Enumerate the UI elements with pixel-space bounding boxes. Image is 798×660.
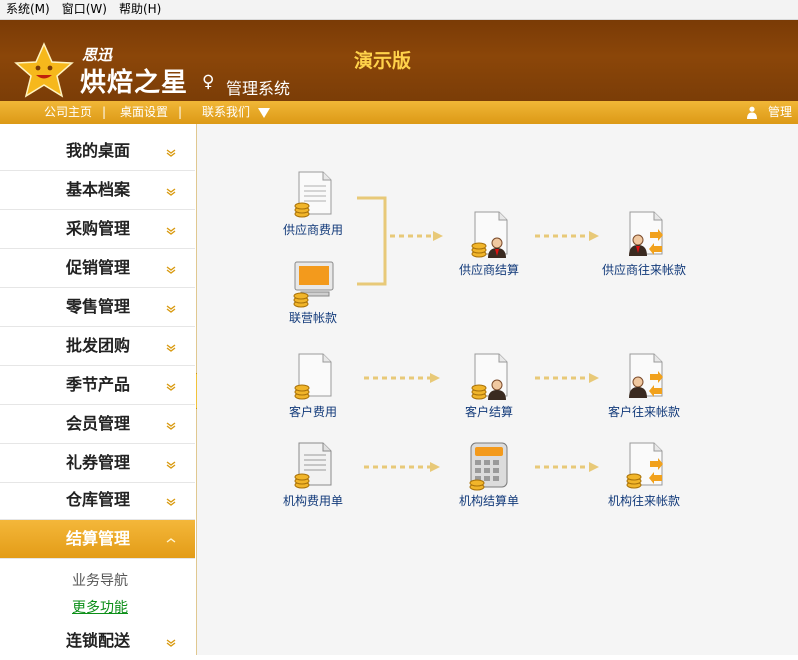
document-coins-icon — [294, 353, 332, 400]
header-banner: 思迅 烘焙之星 ♀ 管理系统 演示版 — [0, 20, 798, 101]
sidebar-item-label: 零售管理 — [66, 297, 131, 316]
system-subtitle: 管理系统 — [226, 79, 291, 98]
node-org-settle[interactable]: 机构结算单 — [434, 441, 544, 509]
sidebar-item-label: 促销管理 — [66, 258, 131, 277]
nav-desktop-settings-link[interactable]: 桌面设置 — [120, 105, 169, 119]
document-person-icon — [471, 211, 508, 258]
sidebar-item-label: 仓库管理 — [66, 490, 131, 509]
document-coins-icon — [294, 442, 332, 489]
node-org-fee[interactable]: 机构费用单 — [258, 441, 368, 509]
chevron-down-icon — [166, 227, 176, 235]
node-supplier-ledger[interactable]: 供应商往来帐款 — [589, 210, 699, 278]
menu-help[interactable]: 帮助(H) — [118, 2, 162, 16]
node-caption: 客户往来帐款 — [607, 405, 680, 419]
user-icon — [747, 106, 757, 119]
menu-bar: 系统(M) 窗口(W) 帮助(H) — [0, 0, 798, 20]
nav-bar: 公司主页 | 桌面设置 | 联系我们 管理员 — [0, 101, 798, 142]
edition-label: 演示版 — [354, 50, 412, 72]
sidebar-item-label: 会员管理 — [66, 414, 131, 433]
sidebar-item-chain-distribution[interactable]: 连锁配送 — [0, 622, 195, 660]
sidebar-item-label: 连锁配送 — [66, 631, 131, 650]
sidebar-item-retail[interactable]: 零售管理 — [0, 288, 195, 327]
sidebar-item-basic-archive[interactable]: 基本档案 — [0, 171, 195, 210]
sidebar-sub-more-functions[interactable]: 更多功能 — [72, 600, 128, 616]
monitor-coins-icon — [293, 261, 334, 308]
sidebar-item-label: 季节产品 — [66, 375, 131, 394]
brand-title: 烘焙之星 — [80, 68, 189, 98]
document-coins-icon — [294, 171, 332, 218]
node-customer-fee[interactable]: 客户费用 — [258, 352, 368, 420]
document-person-icon — [471, 353, 508, 400]
chevron-down-icon — [166, 383, 176, 391]
chevron-down-icon — [166, 149, 176, 157]
node-caption: 供应商结算 — [458, 263, 519, 277]
nav-divider: | — [178, 105, 183, 119]
sidebar-item-label: 基本档案 — [66, 180, 131, 199]
chevron-down-icon — [166, 188, 176, 196]
node-caption: 联营帐款 — [288, 311, 337, 325]
workflow-canvas: 供应商费用 联营帐款 供应商结算 供应商往来帐款 — [197, 124, 798, 655]
menu-system[interactable]: 系统(M) — [6, 2, 50, 16]
sidebar-item-label: 结算管理 — [66, 529, 131, 548]
chevron-down-icon — [166, 639, 176, 647]
nav-contact-link[interactable]: 联系我们 — [202, 105, 251, 119]
sidebar-item-label: 礼券管理 — [66, 453, 131, 472]
node-org-ledger[interactable]: 机构往来帐款 — [589, 441, 699, 509]
sidebar-item-seasonal[interactable]: 季节产品 — [0, 366, 195, 405]
node-caption: 机构费用单 — [282, 494, 343, 508]
node-customer-settle[interactable]: 客户结算 — [434, 352, 544, 420]
document-exchange-icon — [626, 442, 663, 489]
chevron-down-icon — [166, 498, 176, 506]
chevron-down-icon — [166, 422, 176, 430]
chevron-down-icon — [166, 461, 176, 469]
node-joint-account[interactable]: 联营帐款 — [258, 258, 368, 326]
dropdown-arrow-icon[interactable] — [258, 108, 270, 118]
sidebar-item-my-desktop[interactable]: 我的桌面 — [0, 132, 195, 171]
chevron-down-icon — [166, 305, 176, 313]
sidebar-sub-business-nav[interactable]: 业务导航 — [72, 573, 128, 589]
node-supplier-fee[interactable]: 供应商费用 — [258, 170, 368, 238]
sidebar-item-label: 采购管理 — [66, 219, 131, 238]
sidebar-item-warehouse[interactable]: 仓库管理 — [0, 481, 195, 520]
node-customer-ledger[interactable]: 客户往来帐款 — [589, 352, 699, 420]
document-exchange-icon — [629, 353, 663, 398]
sidebar: 我的桌面 基本档案 采购管理 促销管理 零售管理 批发团购 季节产品 会员管理 … — [0, 124, 197, 655]
location-pin-icon: ♀ — [202, 72, 215, 92]
node-caption: 机构结算单 — [458, 494, 519, 508]
nav-divider: | — [102, 105, 107, 119]
sidebar-item-settlement[interactable]: 结算管理 — [0, 520, 195, 559]
chevron-up-icon — [166, 538, 176, 543]
flow-connectors — [357, 196, 599, 472]
sidebar-item-wholesale[interactable]: 批发团购 — [0, 327, 195, 366]
sidebar-item-label: 批发团购 — [66, 336, 131, 355]
brand-small: 思迅 — [82, 46, 113, 64]
node-caption: 机构往来帐款 — [607, 494, 680, 508]
sidebar-item-member[interactable]: 会员管理 — [0, 405, 195, 444]
star-logo-icon — [14, 42, 74, 98]
chevron-down-icon — [166, 266, 176, 274]
node-caption: 客户结算 — [464, 405, 513, 419]
document-exchange-icon — [629, 211, 663, 256]
sidebar-item-purchase[interactable]: 采购管理 — [0, 210, 195, 249]
node-caption: 客户费用 — [288, 405, 337, 419]
node-caption: 供应商往来帐款 — [601, 263, 686, 277]
node-supplier-settle[interactable]: 供应商结算 — [434, 210, 544, 278]
chevron-down-icon — [166, 344, 176, 352]
calculator-icon — [469, 442, 508, 491]
node-caption: 供应商费用 — [282, 223, 343, 237]
sidebar-item-voucher[interactable]: 礼券管理 — [0, 444, 195, 483]
menu-window[interactable]: 窗口(W) — [61, 2, 107, 16]
nav-home-link[interactable]: 公司主页 — [44, 105, 93, 119]
sidebar-item-label: 我的桌面 — [66, 141, 131, 160]
sidebar-item-promotion[interactable]: 促销管理 — [0, 249, 195, 288]
